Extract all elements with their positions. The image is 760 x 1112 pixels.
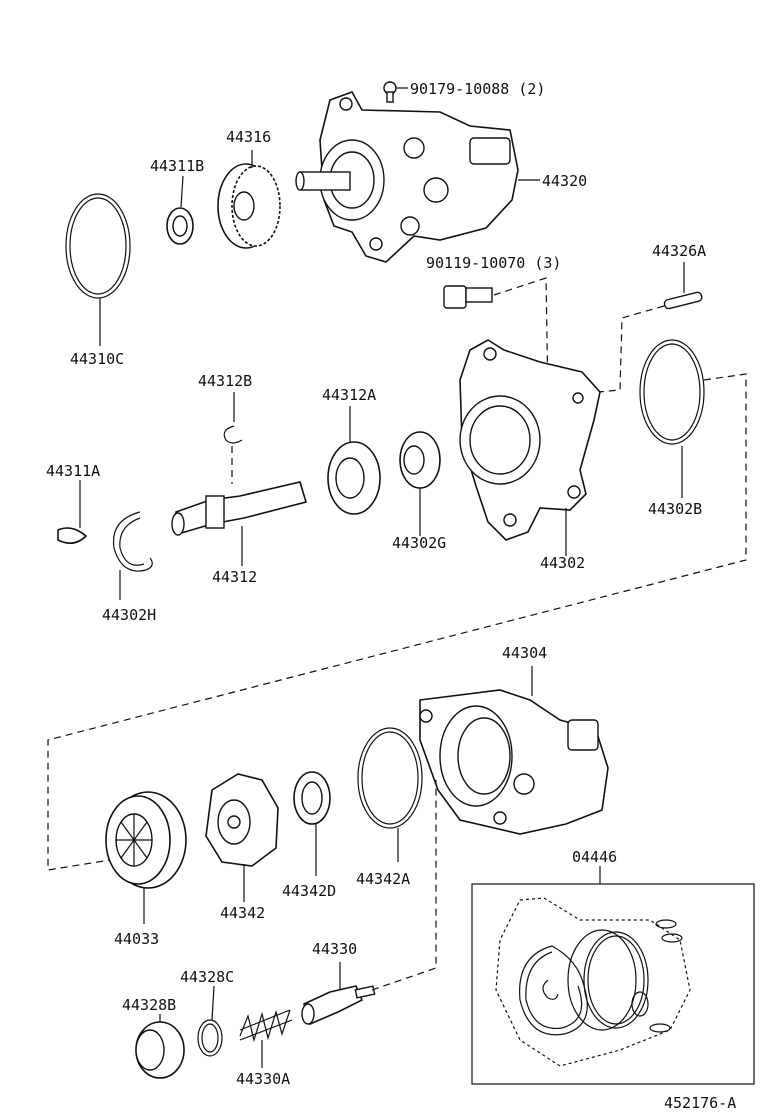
part-44302G-bearing bbox=[399, 431, 441, 536]
diagram-code: 452176-A bbox=[664, 1094, 736, 1112]
part-44304-housing bbox=[419, 666, 609, 835]
label-04446: 04446 bbox=[572, 848, 617, 866]
label-44312A: 44312A bbox=[322, 386, 376, 404]
part-44326A-pin bbox=[597, 262, 703, 393]
part-44302H-snap-ring bbox=[112, 511, 153, 600]
label-44330: 44330 bbox=[312, 940, 357, 958]
label-44328C: 44328C bbox=[180, 968, 234, 986]
label-90179-10088: 90179-10088 (2) bbox=[410, 80, 545, 98]
part-44316-gear bbox=[217, 150, 281, 249]
label-44302G: 44302G bbox=[392, 534, 446, 552]
part-44310C-o-ring bbox=[65, 193, 131, 346]
part-44330A-spring bbox=[239, 1009, 293, 1068]
part-90179-bolt bbox=[383, 81, 408, 103]
part-44328B-plug bbox=[135, 1014, 185, 1079]
label-44311B: 44311B bbox=[150, 157, 204, 175]
part-44330-valve bbox=[301, 780, 437, 1026]
label-44302H: 44302H bbox=[102, 606, 156, 624]
label-44302: 44302 bbox=[540, 554, 585, 572]
label-44312: 44312 bbox=[212, 568, 257, 586]
part-44342A-o-ring bbox=[357, 727, 423, 862]
label-44302B: 44302B bbox=[648, 500, 702, 518]
label-44342A: 44342A bbox=[356, 870, 410, 888]
part-90119-bolt bbox=[443, 277, 549, 401]
label-44342D: 44342D bbox=[282, 882, 336, 900]
label-44320: 44320 bbox=[542, 172, 587, 190]
part-44320-pump-body bbox=[295, 91, 540, 263]
part-44312B-snap-ring bbox=[223, 392, 243, 484]
part-44311B-bearing bbox=[166, 175, 194, 245]
label-44330A: 44330A bbox=[236, 1070, 290, 1088]
label-90119-10070: 90119-10070 (3) bbox=[426, 254, 561, 272]
label-44304: 44304 bbox=[502, 644, 547, 662]
label-44328B: 44328B bbox=[122, 996, 176, 1014]
label-44312B: 44312B bbox=[198, 372, 252, 390]
label-44326A: 44326A bbox=[652, 242, 706, 260]
label-44033: 44033 bbox=[114, 930, 159, 948]
label-44316: 44316 bbox=[226, 128, 271, 146]
label-44310C: 44310C bbox=[70, 350, 124, 368]
part-44312-shaft bbox=[171, 481, 308, 566]
part-04446-gasket-kit bbox=[471, 866, 755, 1085]
part-44342-cam-ring bbox=[205, 773, 279, 902]
part-44302-housing bbox=[459, 339, 601, 556]
part-44302B-o-ring bbox=[47, 339, 747, 871]
part-44312A-bearing bbox=[327, 406, 381, 515]
part-44328C-gasket bbox=[197, 985, 223, 1057]
part-44033-rotor bbox=[105, 791, 187, 924]
part-44311A-key bbox=[57, 480, 88, 544]
label-44342: 44342 bbox=[220, 904, 265, 922]
label-44311A: 44311A bbox=[46, 462, 100, 480]
part-44342D-seal bbox=[293, 771, 331, 876]
